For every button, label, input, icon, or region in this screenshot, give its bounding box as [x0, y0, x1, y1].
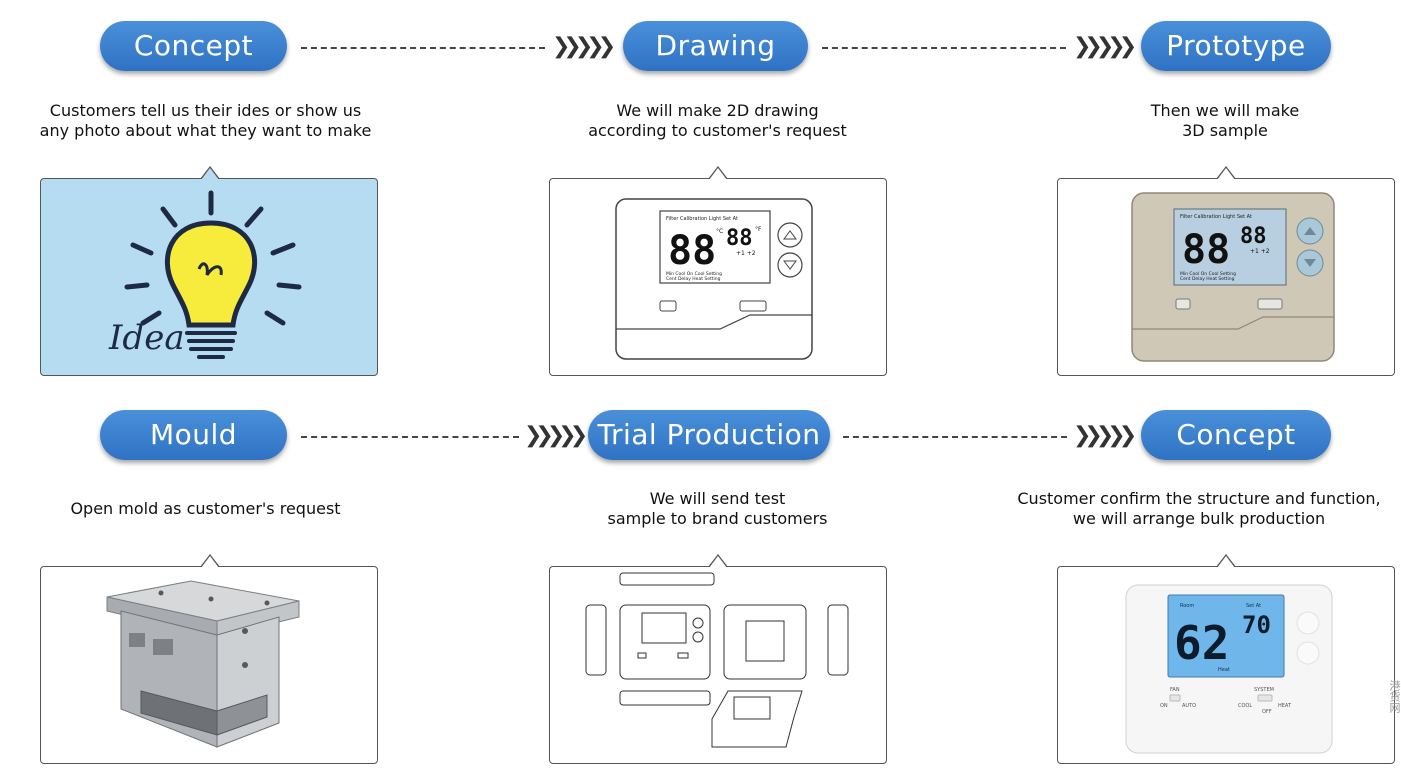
desc-line: we will arrange bulk production: [1000, 509, 1398, 529]
lcd-big: 88: [668, 228, 716, 274]
proto-lcd-row1: Filter Calibration Light Set At: [1180, 214, 1252, 220]
connector-dash: [843, 436, 1067, 438]
image-box-final-product: Room Set At 62 70 Heat FAN ON AUTO SYSTE…: [1057, 566, 1395, 764]
image-box-trial-production: [549, 566, 887, 764]
final-room: Room: [1180, 603, 1194, 609]
lcd-small: 88: [726, 226, 753, 251]
mould-icon: [41, 567, 377, 763]
desc-line: according to customer's request: [560, 121, 875, 141]
connector-dash: [822, 47, 1066, 49]
system-heat: HEAT: [1278, 703, 1292, 709]
step-pill-trial-production: Trial Production: [588, 410, 830, 460]
fan-auto: AUTO: [1182, 703, 1196, 709]
proto-lcd-row4: Cent Delay Heat Setting: [1180, 276, 1235, 282]
step-desc-prototype: Then we will make 3D sample: [1100, 101, 1350, 141]
step-pill-prototype: Prototype: [1141, 21, 1331, 71]
desc-line: Customer confirm the structure and funct…: [1000, 489, 1398, 509]
proto-lcd-small: 88: [1240, 224, 1267, 249]
watermark: 港货网: [1386, 680, 1401, 713]
final-small: 70: [1242, 611, 1271, 639]
step-desc-drawing: We will make 2D drawing according to cus…: [560, 101, 875, 141]
connector-chevrons: ❯❯❯❯❯: [1073, 424, 1130, 448]
desc-line: Customers tell us their ides or show us: [33, 101, 378, 121]
lcd-stage: +1 +2: [736, 250, 756, 257]
step-desc-concept-final: Customer confirm the structure and funct…: [1000, 489, 1398, 529]
step-pill-mould: Mould: [100, 410, 287, 460]
proto-lcd-big: 88: [1182, 227, 1230, 273]
system-cool: COOL: [1238, 703, 1252, 709]
lcd-unit-f: °F: [755, 226, 762, 233]
fan-label: FAN: [1170, 687, 1180, 693]
image-box-mould: [40, 566, 378, 764]
image-box-drawing: Filter Calibration Light Set At 88 °C 88…: [549, 178, 887, 376]
fan-on: ON: [1160, 703, 1168, 709]
lcd-row1: Filter Calibration Light Set At: [666, 216, 738, 222]
desc-line: sample to brand customers: [560, 509, 875, 529]
final-heat: Heat: [1218, 667, 1230, 673]
proto-lcd-stage: +1 +2: [1250, 248, 1270, 255]
thermostat-sample-icon: Filter Calibration Light Set At 88 88 +1…: [1058, 179, 1394, 375]
step-pill-concept-final: Concept: [1141, 410, 1331, 460]
step-desc-concept: Customers tell us their ides or show us …: [33, 101, 378, 141]
desc-line: Open mold as customer's request: [33, 499, 378, 519]
system-label: SYSTEM: [1254, 687, 1274, 693]
final-setat: Set At: [1246, 603, 1261, 609]
idea-text: Idea: [108, 318, 185, 358]
lightbulb-icon: Idea: [41, 179, 377, 375]
thermostat-drawing-icon: Filter Calibration Light Set At 88 °C 88…: [550, 179, 886, 375]
step-desc-mould: Open mold as customer's request: [33, 499, 378, 519]
desc-line: 3D sample: [1100, 121, 1350, 141]
desc-line: any photo about what they want to make: [33, 121, 378, 141]
connector-dash: [301, 47, 545, 49]
image-box-prototype: Filter Calibration Light Set At 88 88 +1…: [1057, 178, 1395, 376]
connector-chevrons: ❯❯❯❯❯: [524, 424, 581, 448]
connector-chevrons: ❯❯❯❯❯: [552, 35, 609, 59]
desc-line: Then we will make: [1100, 101, 1350, 121]
lcd-row4: Cent Delay Heat Setting: [666, 276, 721, 282]
lcd-unit-c: °C: [716, 228, 723, 235]
desc-line: We will send test: [560, 489, 875, 509]
thermostat-product-icon: Room Set At 62 70 Heat FAN ON AUTO SYSTE…: [1058, 567, 1394, 763]
connector-dash: [301, 436, 519, 438]
connector-chevrons: ❯❯❯❯❯: [1073, 35, 1130, 59]
desc-line: We will make 2D drawing: [560, 101, 875, 121]
image-box-idea: Idea: [40, 178, 378, 376]
final-big: 62: [1174, 616, 1229, 670]
thermostat-views-icon: [550, 567, 886, 763]
system-off: OFF: [1262, 709, 1272, 715]
step-desc-trial-production: We will send test sample to brand custom…: [560, 489, 875, 529]
step-pill-concept: Concept: [100, 21, 287, 71]
step-pill-drawing: Drawing: [623, 21, 808, 71]
